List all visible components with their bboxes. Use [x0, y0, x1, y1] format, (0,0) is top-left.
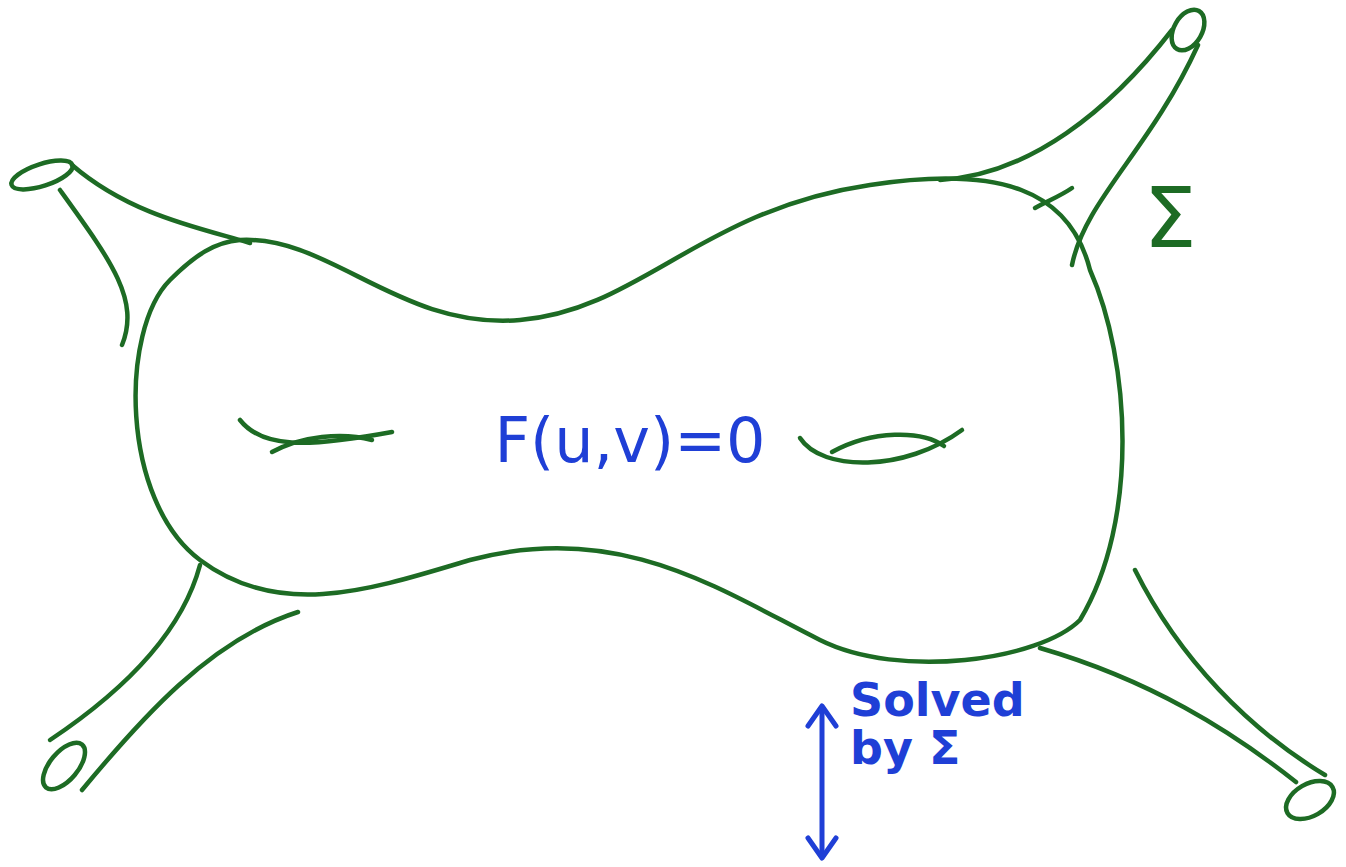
tube	[72, 165, 250, 243]
tube	[1040, 648, 1296, 782]
surface-body	[136, 178, 1123, 661]
annotation-note: Solved by Σ	[850, 676, 1060, 773]
equation-text: F(u,v)=0	[494, 404, 765, 477]
hole-curve	[272, 436, 372, 452]
surface-region: F(u,v)=0	[110, 160, 1160, 680]
double-arrow	[808, 706, 836, 858]
tube	[82, 612, 298, 790]
tube-end	[8, 155, 76, 196]
hole-curve	[800, 430, 962, 463]
hole-curve	[832, 435, 944, 452]
tube-end	[35, 736, 92, 797]
tube	[940, 30, 1172, 180]
tube	[1135, 570, 1325, 775]
tube	[50, 565, 200, 740]
tube-end	[1279, 773, 1340, 827]
tube-end	[1165, 4, 1211, 56]
tube	[60, 190, 127, 345]
surface-symbol: Σ	[1120, 174, 1220, 262]
